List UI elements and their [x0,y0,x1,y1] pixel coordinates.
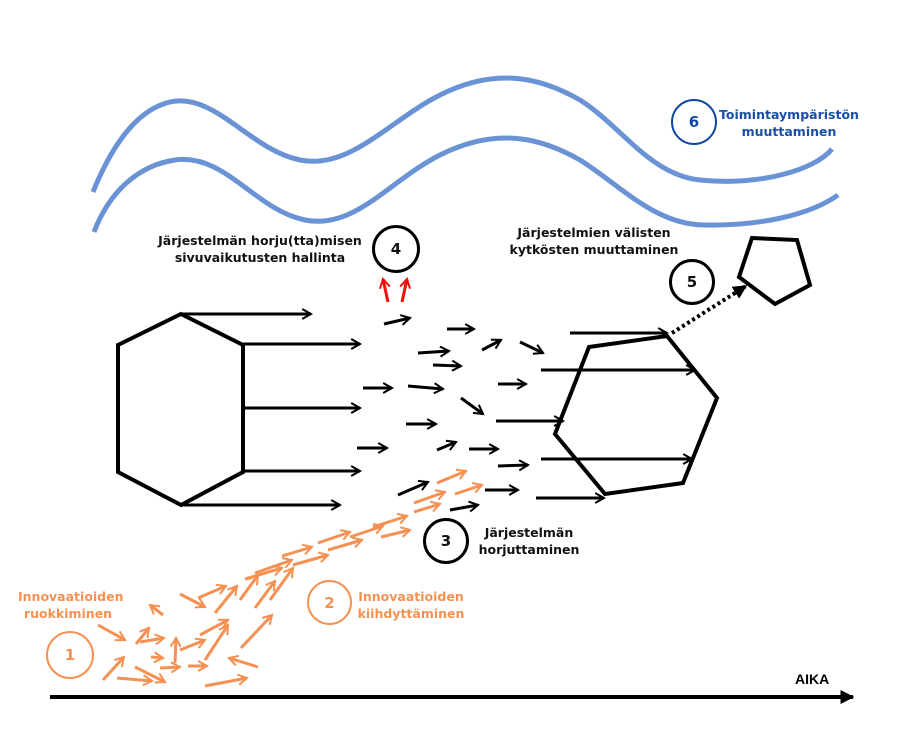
arrow [227,654,259,669]
new-system-hexagon [552,333,720,497]
arrow [413,489,447,505]
step-3-number: 3 [440,532,452,550]
step-5-label: Järjestelmien välisten kytkösten muuttam… [505,224,683,258]
arrow [407,382,446,395]
old-system-arrows [181,308,363,511]
arrow [199,618,230,637]
step-1-label: Innovaatioiden ruokkiminen [18,588,124,622]
arrow [378,277,391,303]
arrow [436,468,468,485]
arrow [317,529,352,545]
step-5-label-line1: Järjestelmien välisten [517,225,671,240]
arrow [417,345,452,358]
arrow [413,500,442,514]
arrow [139,633,167,646]
environment-waves [90,75,840,233]
innovation-arrows [97,468,484,688]
arrow [399,277,412,303]
arrow [481,338,503,352]
arrow [134,665,167,684]
step-4-label-line1: Järjestelmän horju(tta)misen [158,233,362,248]
old-system-hexagon [116,311,245,508]
arrow [238,573,260,601]
step-2-number: 2 [324,593,335,612]
other-system-pentagon [736,235,813,307]
wave-lower [91,135,840,233]
wave-upper [90,75,834,193]
arrow [116,674,155,687]
step-1-number: 1 [64,646,76,664]
arrow [383,314,412,326]
arrow [179,637,207,652]
arrow [449,500,481,513]
arrow [519,340,545,355]
arrow [159,661,183,674]
step-2-label: Innovaatioiden kiihdyttäminen [352,588,470,622]
step-4-number: 4 [390,240,402,258]
arrow [268,566,295,601]
step-5-number: 5 [686,273,698,291]
arrow [436,439,458,452]
arrow [460,396,485,416]
time-axis-label: AIKA [795,671,830,687]
arrow [179,592,207,609]
step-2-label-line1: Innovaatioiden [358,589,464,604]
step-6-number: 6 [688,113,700,131]
arrow [244,564,284,581]
arrow [349,523,385,539]
arrow [203,623,230,661]
destabilization-arrows [357,314,545,513]
arrow [292,551,330,567]
step-2-circle: 2 [307,580,352,625]
arrow [380,526,412,539]
arrow [397,479,430,497]
step-3-label-line1: Järjestelmän [484,525,574,540]
arrow [150,651,166,664]
step-3-label: Järjestelmän horjuttaminen [474,524,584,558]
arrow [454,482,484,496]
step-4-circle: 4 [372,225,420,273]
step-1-circle: 1 [46,631,94,679]
arrow [281,543,314,558]
step-5-circle: 5 [669,259,715,305]
arrow [327,536,364,552]
arrow [372,512,409,529]
step-5-label-line2: kytkösten muuttaminen [509,242,679,257]
step-1-label-line1: Innovaatioiden [18,589,124,604]
arrow [239,613,274,650]
step-2-label-line2: kiihdyttäminen [357,606,465,621]
arrow [253,579,277,609]
step-4-label-line2: sivuvaikutusten hallinta [174,250,346,265]
side-effect-arrows [378,277,412,303]
step-6-label-line1: Toimintaympäristön [719,107,859,122]
new-system-arrows [496,327,698,504]
step-3-label-line2: horjuttaminen [478,542,580,557]
arrow [169,635,182,664]
step-6-label-line2: muuttaminen [741,124,837,139]
step-4-label: Järjestelmän horju(tta)misen sivuvaikutu… [156,232,364,266]
step-6-circle: 6 [671,99,717,145]
arrow [148,603,164,617]
arrow [432,359,464,372]
step-3-circle: 3 [423,518,469,564]
step-6-label: Toimintaympäristön muuttaminen [714,106,864,140]
arrow [134,626,151,645]
arrow [213,584,239,614]
arrow [204,673,249,688]
arrow [97,623,127,642]
coupling-dotted-arrow [670,284,748,335]
arrow [101,655,126,682]
arrow [254,557,294,575]
arrow [197,583,228,600]
arrow [497,459,531,472]
step-1-label-line2: ruokkiminen [23,606,113,621]
